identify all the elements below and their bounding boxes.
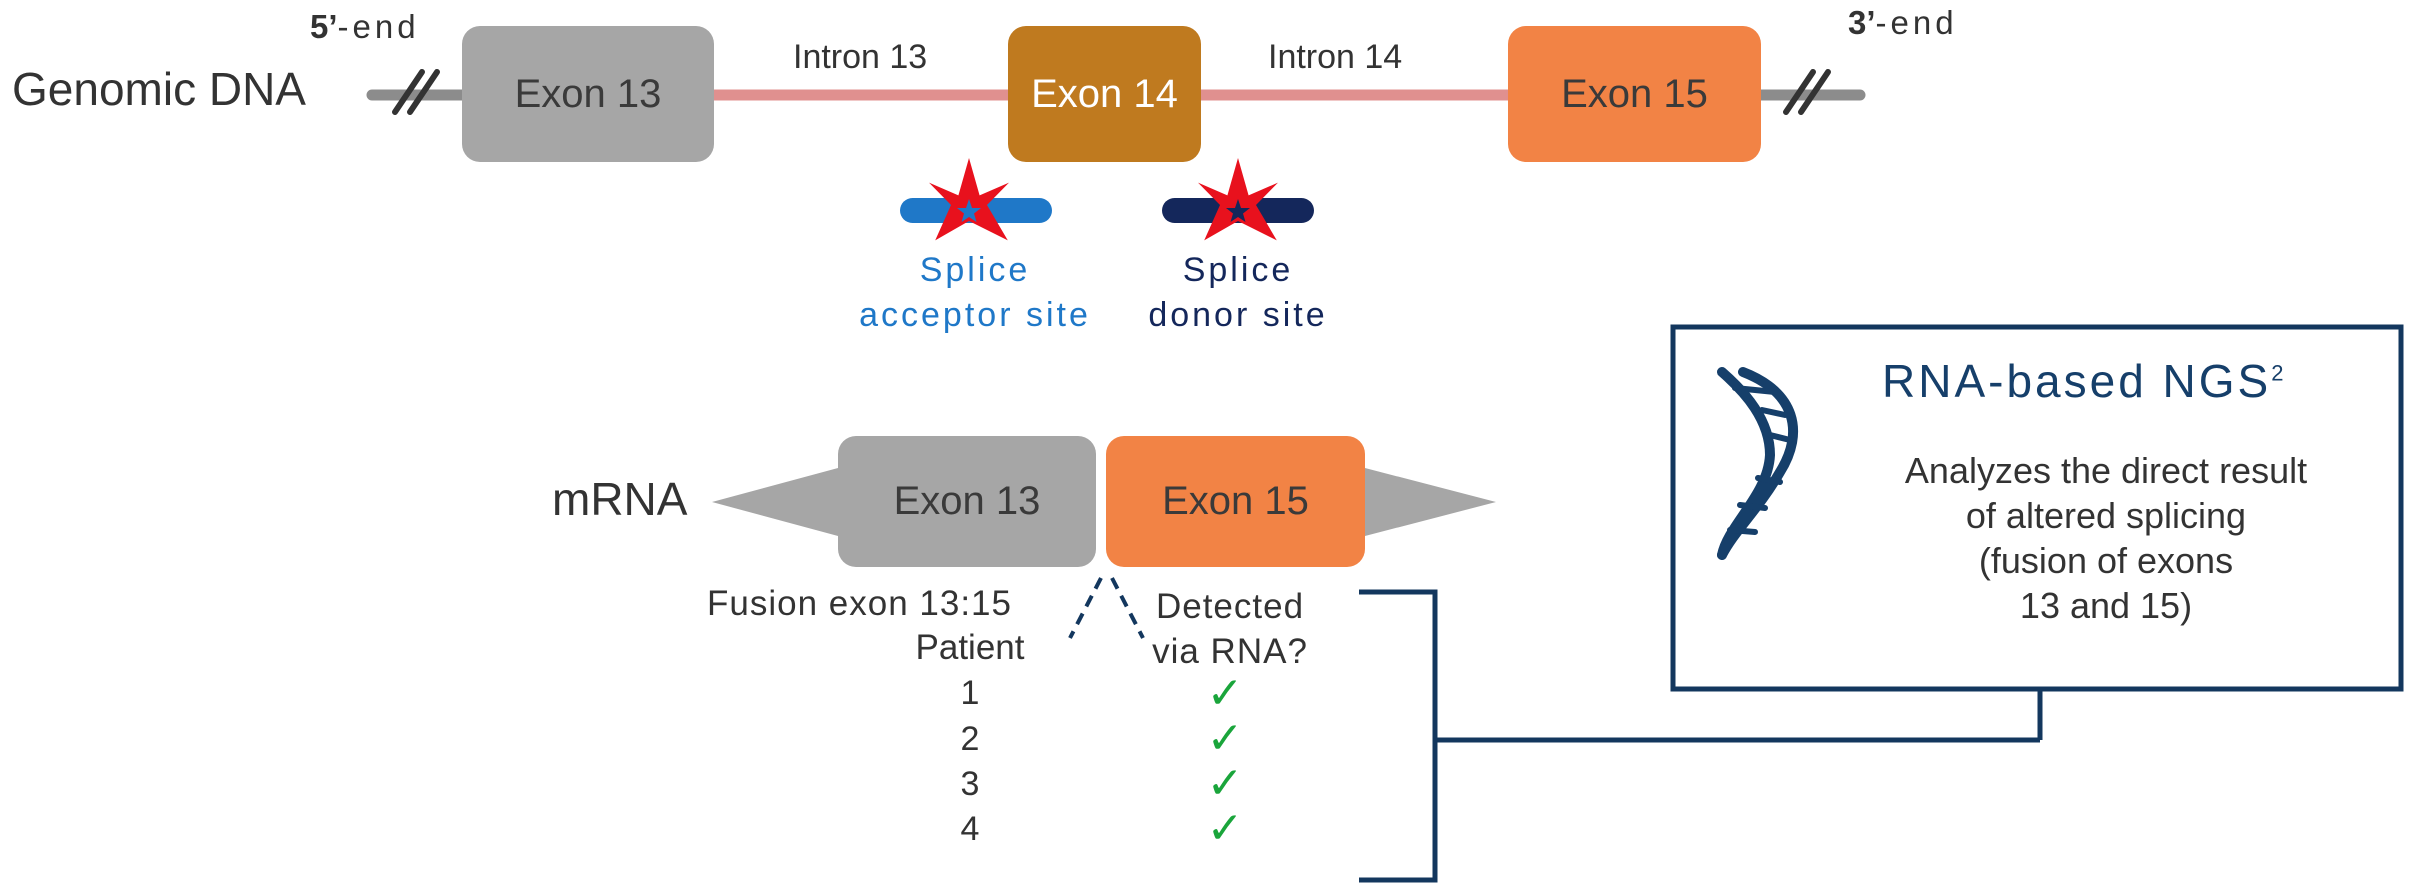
five-prime-rest: -end [337,8,420,45]
five-prime-end-label: 5’-end [310,8,420,46]
patient-4: 4 [960,810,980,848]
intron-13-label: Intron 13 [793,38,928,76]
right-break-mark [1783,69,1831,115]
ngs-description: Analyzes the direct result of altered sp… [1836,448,2376,628]
detected-header-line1: Detected [1155,587,1305,626]
mrna-label: mRNA [552,473,688,525]
acceptor-site-label: Splice acceptor site [850,248,1100,338]
donor-site-line2: donor site [1148,296,1328,334]
three-prime-end-label: 3’-end [1848,4,1958,42]
acceptor-site-line2: acceptor site [859,296,1091,334]
left-break-mark [392,69,440,115]
check-3-icon: ✓ [1206,759,1244,808]
check-4-icon: ✓ [1206,804,1244,853]
mrna-left-arrow [712,468,838,536]
mrna-exon-15: Exon 15 [1106,436,1365,567]
patient-1: 1 [960,674,980,712]
results-bracket [1359,589,2043,883]
ngs-desc-line2: of altered splicing [1965,495,2247,536]
genomic-exon-13-label: Exon 13 [514,71,662,116]
acceptor-site-line1: Splice [919,251,1031,289]
donor-small-star-icon [1226,199,1250,222]
ngs-box [1670,324,2404,692]
acceptor-small-star-icon [957,199,981,222]
mrna-exon-15-label: Exon 15 [1162,479,1309,523]
check-2-icon: ✓ [1206,714,1244,763]
ngs-desc-line3: (fusion of exons [1978,540,2234,581]
donor-site-line1: Splice [1182,251,1294,289]
three-prime-bold: 3’ [1848,4,1876,41]
ngs-desc-line4: 13 and 15) [2019,585,2193,626]
three-prime-rest: -end [1875,4,1958,41]
intron-14-label: Intron 14 [1268,38,1403,76]
ngs-desc-line1: Analyzes the direct result [1904,450,2308,491]
genomic-exon-14: Exon 14 [1008,26,1201,162]
ngs-title: RNA-based NGS2 [1882,354,2283,408]
mrna-right-arrow [1365,468,1496,536]
donor-site-label: Splice donor site [1118,248,1358,338]
ngs-title-superscript: 2 [2271,360,2284,386]
detected-header-line2: via RNA? [1152,632,1308,671]
mrna-exon-13-label: Exon 13 [893,479,1041,523]
fusion-dash-left [1068,577,1103,639]
genomic-dna-label: Genomic DNA [12,63,306,115]
patient-header: Patient [915,628,1025,667]
check-1-icon: ✓ [1206,669,1244,718]
genomic-exon-13: Exon 13 [462,26,714,162]
fusion-dash-right [1110,577,1145,639]
dna-helix-icon [1717,367,1798,560]
genomic-exon-14-label: Exon 14 [1031,71,1178,116]
detected-header: Detected via RNA? [1125,584,1335,674]
fusion-exon-label: Fusion exon 13:15 [707,584,1012,623]
genomic-exon-15: Exon 15 [1508,26,1761,162]
ngs-title-text: RNA-based NGS [1882,355,2272,407]
genomic-exon-15-label: Exon 15 [1561,71,1708,116]
patient-3: 3 [960,765,980,803]
mrna-exon-13: Exon 13 [838,436,1096,567]
five-prime-bold: 5’ [310,8,338,45]
patient-2: 2 [960,720,980,758]
